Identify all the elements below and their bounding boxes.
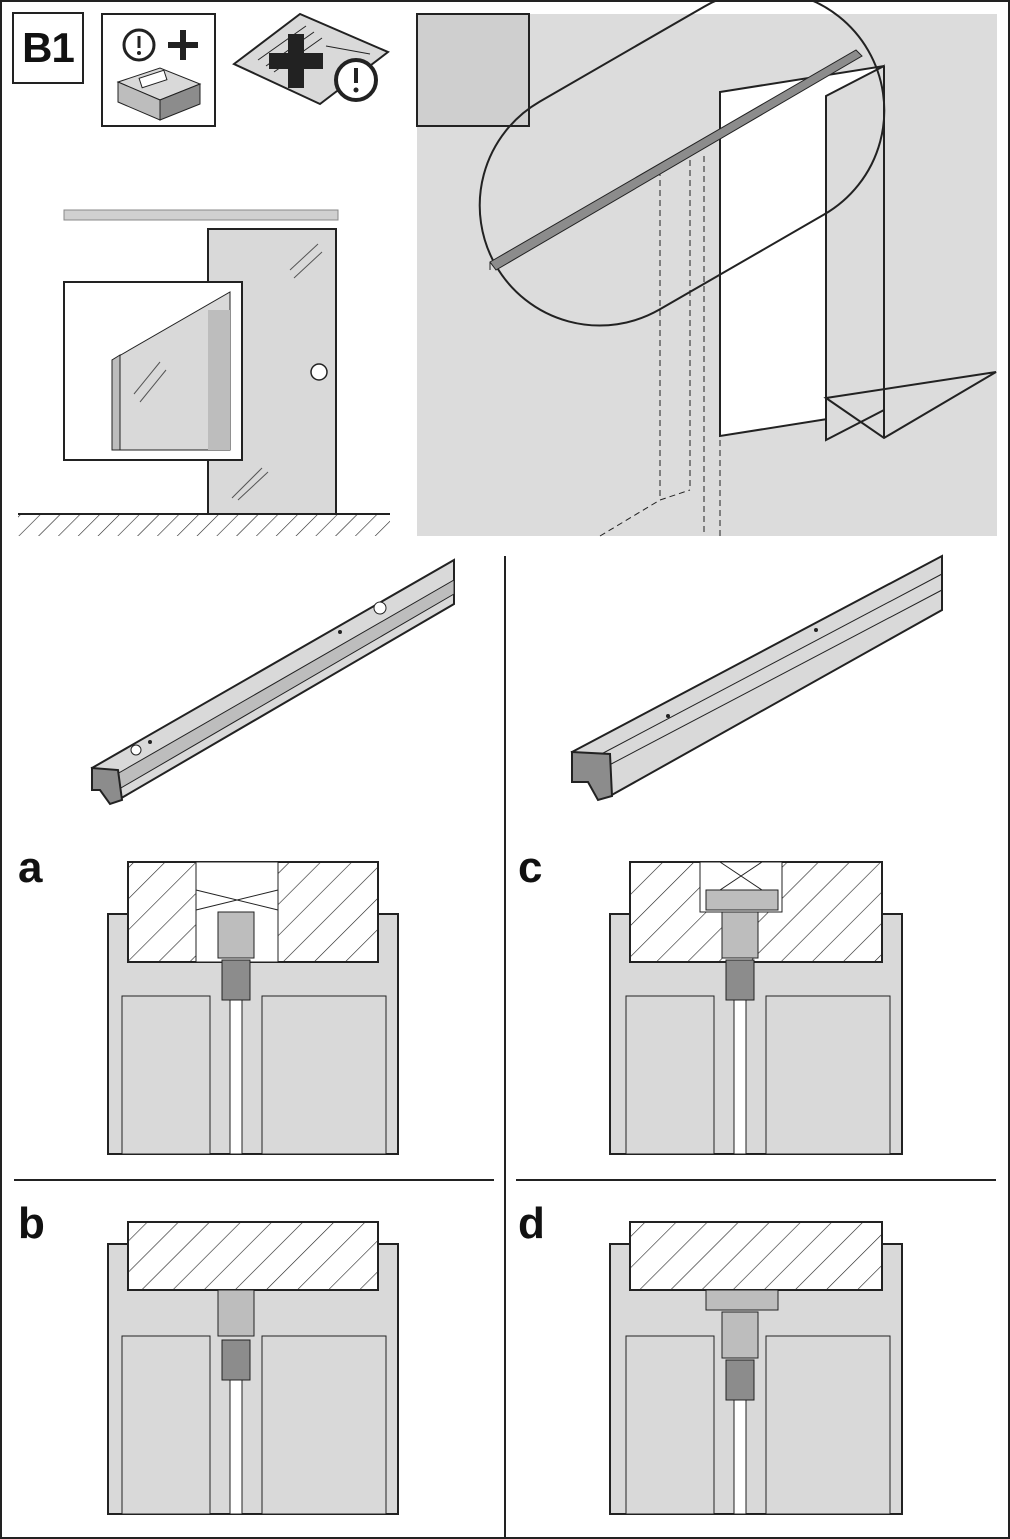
step-label: B1 [12, 12, 84, 84]
cross-section-d [609, 1221, 903, 1515]
panel-letter-c: c [518, 843, 543, 892]
panel-letter-a: a [18, 843, 43, 892]
cross-section-b [107, 1221, 399, 1515]
glass-door-illustration [18, 209, 390, 536]
double-rail-profile [570, 554, 943, 802]
panel-letter-d: d [518, 1199, 545, 1248]
wall-mounting-illustration [416, 0, 997, 537]
check-contents-icon [101, 13, 216, 127]
cross-section-a [107, 861, 399, 1155]
read-instructions-icon [232, 12, 390, 106]
cross-section-c [609, 861, 903, 1155]
single-rail-profile [90, 558, 455, 806]
panel-letter-b: b [18, 1199, 45, 1248]
